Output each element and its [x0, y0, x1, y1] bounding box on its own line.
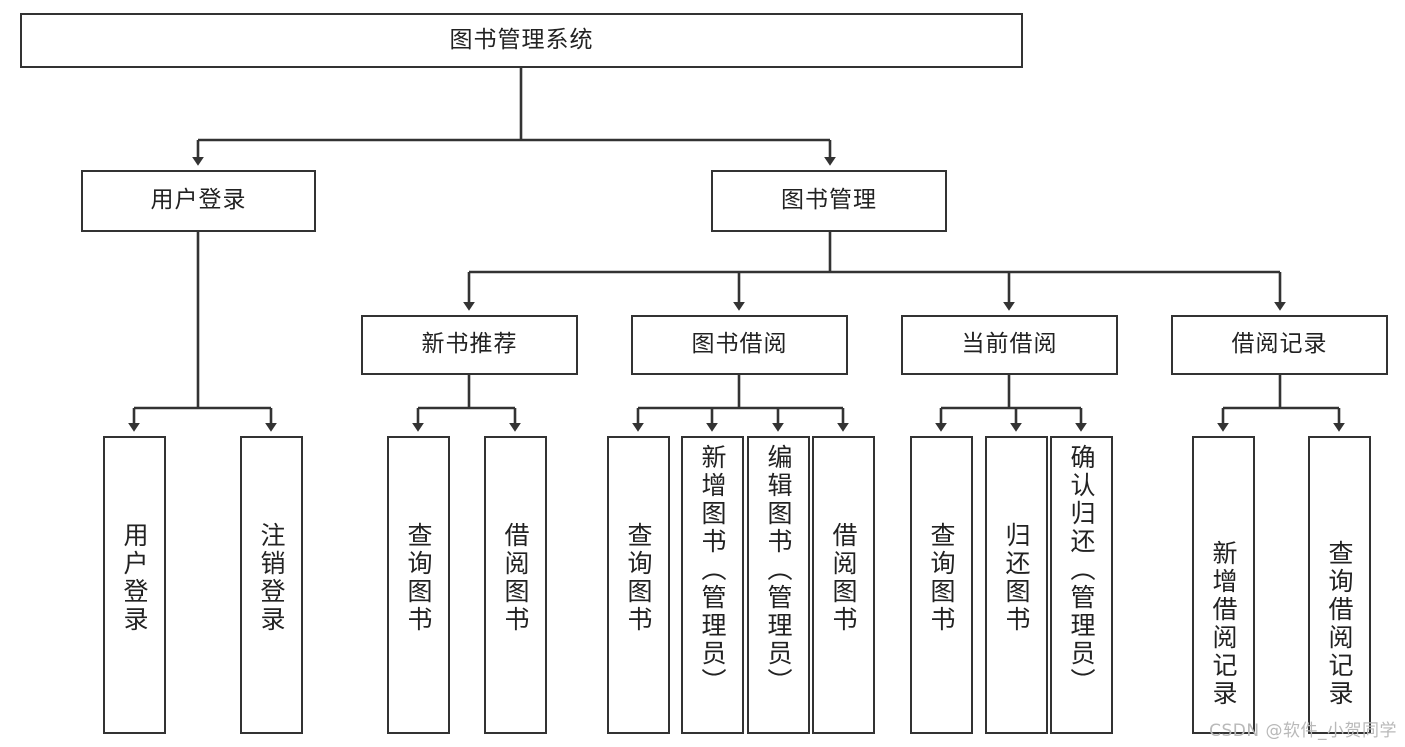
node-leaf-borrow-book-1[interactable]: 借阅图书: [484, 436, 547, 734]
node-leaf-query-book-2[interactable]: 查询图书: [607, 436, 670, 734]
node-book-manage-label: 图书管理: [781, 187, 877, 214]
node-leaf-query-record-label: 查询借阅记录: [1325, 540, 1354, 708]
node-root-label: 图书管理系统: [449, 26, 594, 53]
node-leaf-edit-book-label: 编辑图书（管理员）: [764, 444, 793, 696]
node-leaf-logout[interactable]: 注销登录: [240, 436, 303, 734]
node-leaf-return-book[interactable]: 归还图书: [985, 436, 1048, 734]
node-new-book-recommend[interactable]: 新书推荐: [361, 315, 578, 375]
node-borrow-record[interactable]: 借阅记录: [1171, 315, 1388, 375]
node-leaf-user-login[interactable]: 用户登录: [103, 436, 166, 734]
node-leaf-query-record[interactable]: 查询借阅记录: [1308, 436, 1371, 734]
node-book-borrow[interactable]: 图书借阅: [631, 315, 848, 375]
node-leaf-logout-label: 注销登录: [257, 522, 286, 634]
watermark-text: CSDN @软件_小贺同学: [1209, 721, 1397, 741]
node-leaf-borrow-book-2-label: 借阅图书: [829, 522, 858, 634]
node-user-login[interactable]: 用户登录: [81, 170, 316, 232]
node-leaf-add-book[interactable]: 新增图书（管理员）: [681, 436, 744, 734]
node-leaf-add-book-label: 新增图书（管理员）: [698, 444, 727, 696]
node-book-borrow-label: 图书借阅: [691, 331, 788, 358]
node-current-borrow-label: 当前借阅: [961, 331, 1058, 358]
node-root[interactable]: 图书管理系统: [20, 13, 1023, 68]
node-user-login-label: 用户登录: [150, 187, 247, 214]
node-leaf-confirm-return-label: 确认归还（管理员）: [1067, 444, 1096, 696]
node-leaf-query-book-2-label: 查询图书: [624, 522, 653, 634]
node-leaf-query-book-1-label: 查询图书: [404, 522, 433, 634]
node-leaf-add-record-label: 新增借阅记录: [1209, 540, 1238, 708]
node-leaf-return-book-label: 归还图书: [1002, 522, 1031, 634]
node-leaf-query-book-1[interactable]: 查询图书: [387, 436, 450, 734]
node-leaf-add-record[interactable]: 新增借阅记录: [1192, 436, 1255, 734]
node-book-manage[interactable]: 图书管理: [711, 170, 947, 232]
node-leaf-user-login-label: 用户登录: [120, 522, 149, 634]
node-current-borrow[interactable]: 当前借阅: [901, 315, 1118, 375]
node-leaf-query-book-3[interactable]: 查询图书: [910, 436, 973, 734]
node-leaf-query-book-3-label: 查询图书: [927, 522, 956, 634]
node-leaf-confirm-return[interactable]: 确认归还（管理员）: [1050, 436, 1113, 734]
node-leaf-borrow-book-2[interactable]: 借阅图书: [812, 436, 875, 734]
node-borrow-record-label: 借阅记录: [1231, 331, 1328, 358]
node-leaf-edit-book[interactable]: 编辑图书（管理员）: [747, 436, 810, 734]
node-new-book-recommend-label: 新书推荐: [421, 331, 518, 358]
node-leaf-borrow-book-1-label: 借阅图书: [501, 522, 530, 634]
